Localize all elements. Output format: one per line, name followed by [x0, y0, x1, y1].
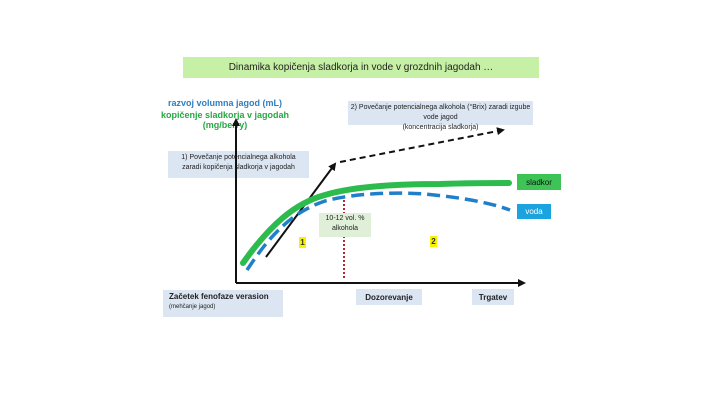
- phase1-note-line2: zaradi kopičenja sladkorja v jagodah: [182, 164, 295, 171]
- phase1-note-line1: 1) Povečanje potencialnega alkohola: [181, 154, 296, 161]
- x-label-start-sub: (mehčanje jagod): [169, 304, 216, 310]
- phase-marker-2: 2: [430, 236, 437, 247]
- x-label-ripening: Dozorevanje: [356, 289, 422, 305]
- diagram-title-text: Dinamika kopičenja sladkorja in vode v g…: [228, 62, 494, 73]
- phase2-note: 2) Povečanje potencialnega alkohola (°Br…: [348, 101, 533, 131]
- alcohol-label-line1: 10-12 vol. %: [325, 215, 365, 222]
- phase2-note-line1: 2) Povečanje potencialnega alkohola (°Br…: [350, 104, 531, 121]
- water-curve: [245, 191, 511, 271]
- phase2-arrow: [339, 127, 505, 163]
- y-axis-label-sugar: kopičenje sladkorja v jagodah (mg/berry): [160, 110, 290, 130]
- x-label-start: Začetek fenofaze verasion (mehčanje jago…: [163, 290, 283, 317]
- phase2-note-line2: (koncentracija sladkorja): [402, 124, 479, 131]
- legend-sugar: sladkor: [517, 174, 561, 190]
- legend-water: voda: [517, 204, 551, 219]
- alcohol-label-line2: alkohola: [331, 225, 359, 232]
- legend-sugar-text: sladkor: [526, 177, 552, 187]
- legend-water-text: voda: [525, 207, 543, 216]
- alcohol-label: 10-12 vol. % alkohola: [319, 213, 371, 237]
- x-label-harvest-text: Trgatev: [478, 292, 508, 302]
- x-label-ripening-text: Dozorevanje: [365, 292, 413, 302]
- phase1-note: 1) Povečanje potencialnega alkohola zara…: [168, 151, 309, 178]
- x-label-start-title: Začetek fenofaze verasion: [169, 292, 269, 301]
- sugar-curve: [240, 180, 512, 266]
- x-label-harvest: Trgatev: [472, 289, 514, 305]
- phase-marker-1: 1: [299, 237, 306, 248]
- diagram-title: Dinamika kopičenja sladkorja in vode v g…: [183, 57, 539, 78]
- y-axis-label-volume: razvoj volumna jagod (mL): [167, 98, 282, 108]
